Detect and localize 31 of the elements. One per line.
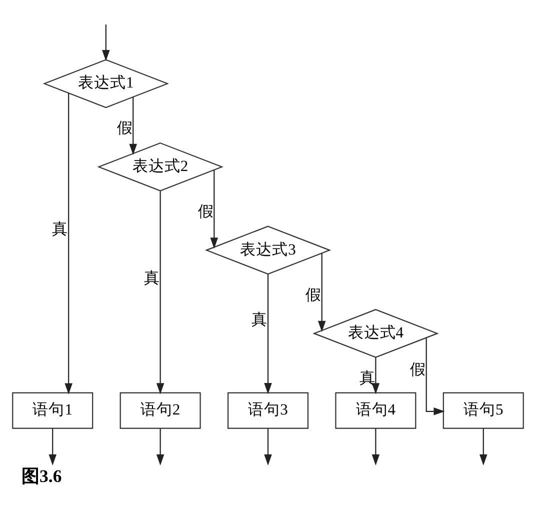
edge-label: 真 (252, 311, 268, 328)
node-box: 语句4 (335, 392, 416, 428)
node-diamond: 表达式1 (42, 58, 170, 108)
node-box: 语句5 (442, 392, 524, 428)
node-box: 语句3 (227, 392, 309, 428)
arrow (372, 356, 380, 394)
arrow (48, 428, 56, 465)
node-box: 语句2 (120, 392, 201, 428)
arrow (156, 190, 164, 394)
arrow (264, 274, 272, 394)
edge-label: 真 (52, 220, 68, 238)
arrow (372, 428, 380, 465)
arrow (426, 338, 445, 415)
node-diamond: 表达式4 (312, 308, 439, 358)
edge-label: 假 (306, 286, 322, 304)
edge-label: 假 (410, 360, 426, 378)
arrow (156, 428, 164, 465)
arrow (264, 428, 272, 465)
edge-label: 假 (116, 120, 133, 137)
arrow (64, 92, 72, 394)
arrow (102, 24, 110, 61)
arrow (480, 428, 488, 465)
caption: 图3.6 (22, 466, 62, 486)
arrow (129, 96, 137, 154)
edge-label: 真 (359, 369, 376, 386)
edge-label: 假 (198, 203, 214, 220)
arrow (318, 252, 326, 332)
edge-label: 真 (144, 270, 160, 287)
node-box: 语句1 (12, 392, 94, 428)
arrow (210, 170, 218, 248)
node-diamond: 表达式3 (204, 225, 332, 274)
